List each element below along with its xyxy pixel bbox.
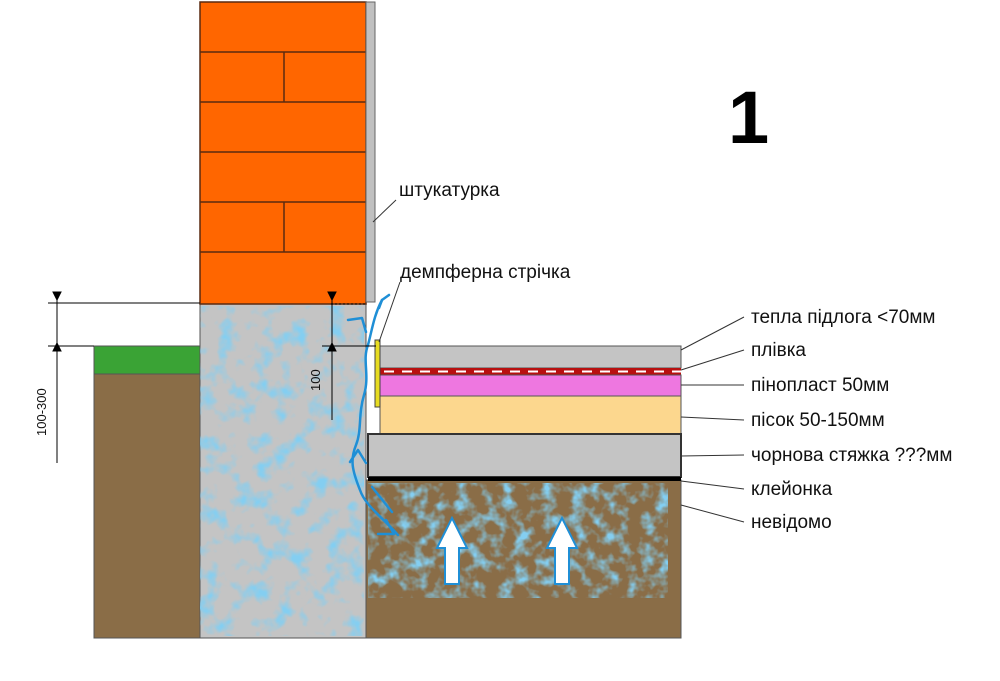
label-oilcloth: клейонка [751,479,833,500]
grass [93,345,201,375]
damper-tape [374,339,381,408]
figure-number: 1 [728,76,769,159]
layer-sand [379,395,682,435]
label-warm-floor: тепла підлога <70мм [751,307,935,328]
upward-arrow-icon [435,515,469,585]
dimension-outer-label: 100-300 [34,388,49,436]
label-damper-tape: демпферна стрічка [400,262,571,283]
leader-lines [372,199,745,523]
moisture-spots [200,306,668,636]
layer-film [380,368,681,375]
label-foam: пінопласт 50мм [751,375,889,396]
label-film: плівка [751,340,806,361]
dimension-outer [48,291,200,463]
layer-oilcloth [368,477,681,481]
moisture-flow [346,293,400,537]
label-rough-screed: чорнова стяжка ???мм [751,445,952,466]
label-plaster: штукатурка [399,180,500,201]
dimension-inner [322,291,376,420]
soil-left [93,345,201,639]
label-sand: пісок 50-150мм [751,410,885,431]
layer-warm-floor [379,345,682,369]
label-unknown: невідомо [751,512,832,533]
layer-rough-screed [367,433,682,478]
layer-foam [379,374,682,397]
brick-wall [199,1,367,305]
dimension-inner-label: 100 [308,369,323,391]
plaster-layer [365,1,376,303]
upward-arrow-icon [545,515,579,585]
